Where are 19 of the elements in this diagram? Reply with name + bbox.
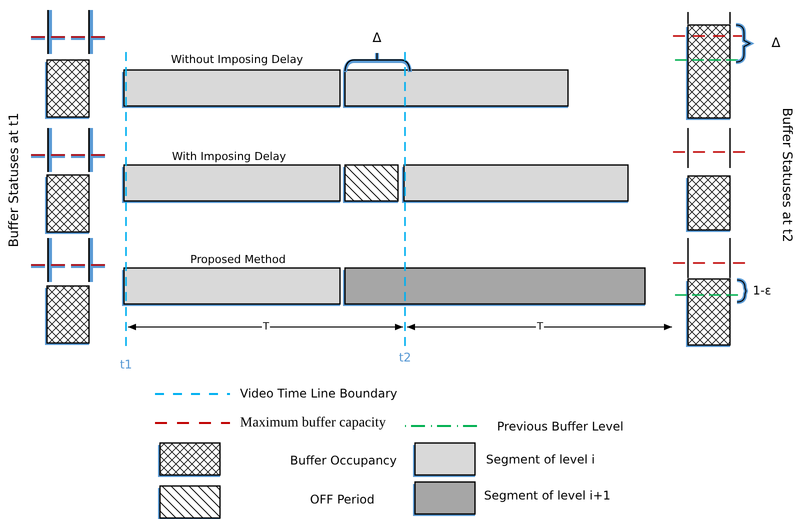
legend-text: OFF Period bbox=[310, 493, 374, 507]
legend-text: Video Time Line Boundary bbox=[240, 387, 398, 401]
row-label: Proposed Method bbox=[190, 254, 286, 266]
axis-label: Buffer Statuses at t1 bbox=[8, 112, 22, 248]
legend-text: Segment of level i bbox=[486, 453, 595, 467]
epsilon-label: 1-ε bbox=[752, 284, 772, 298]
time-label: t1 bbox=[120, 358, 132, 372]
row-label: With Imposing Delay bbox=[172, 150, 286, 164]
dimension-label: T bbox=[262, 322, 270, 332]
time-label: t2 bbox=[398, 351, 412, 365]
delta-label: Δ bbox=[372, 32, 382, 46]
legend-text: Maximum buffer capacity bbox=[240, 415, 386, 431]
legend-text: Buffer Occupancy bbox=[290, 454, 397, 468]
legend-text: Previous Buffer Level bbox=[497, 420, 624, 434]
dimension-label: T bbox=[536, 322, 544, 332]
delta-label: Δ bbox=[772, 36, 780, 52]
legend-text: Segment of level i+1 bbox=[484, 489, 611, 503]
row-label: Without Imposing Delay bbox=[171, 54, 303, 66]
axis-label: Buffer Statuses at t2 bbox=[778, 108, 794, 242]
